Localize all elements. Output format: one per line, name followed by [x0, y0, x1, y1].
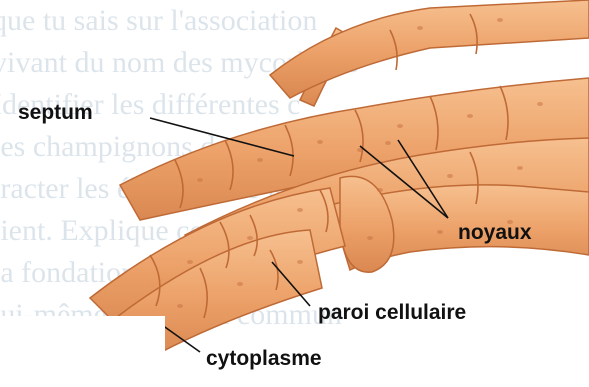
label-noyaux: noyaux	[458, 222, 532, 243]
corner-mask	[0, 316, 165, 387]
label-paroi-cellulaire: paroi cellulaire	[318, 302, 466, 323]
label-septum: septum	[18, 102, 93, 123]
label-cytoplasme: cytoplasme	[206, 348, 322, 369]
